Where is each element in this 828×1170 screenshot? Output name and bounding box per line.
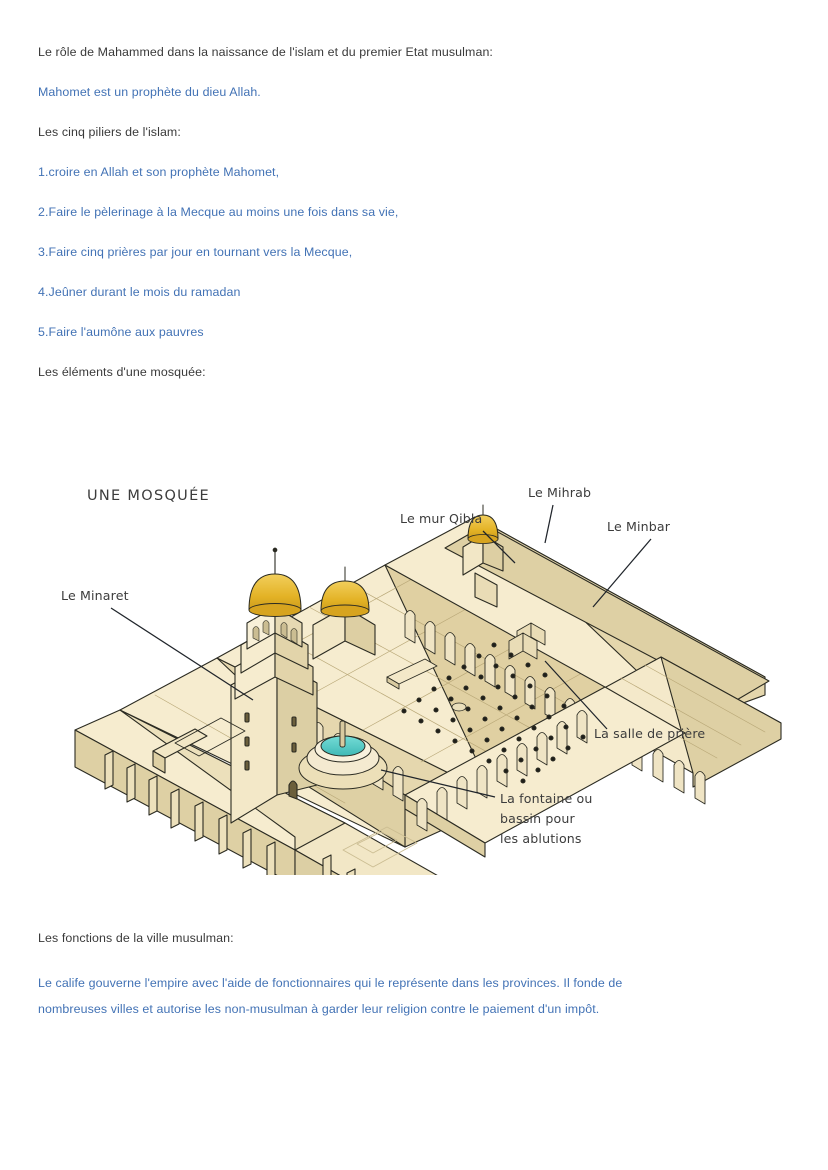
central-dome (312, 566, 376, 660)
mihrab (462, 504, 504, 608)
mihrab-niche (474, 572, 498, 608)
label-minaret: Le Minaret (61, 588, 129, 603)
mihrab-drum-right (482, 534, 504, 572)
west-wall-merlons (104, 750, 276, 875)
courtyard-slab-large-edge (386, 676, 400, 690)
courtyard-objects (342, 658, 467, 868)
ablution-fountain (298, 720, 388, 790)
pillar-item-2: 2.Faire le pèlerinage à la Mecque au moi… (38, 205, 399, 219)
pillar-item-1: 1.croire en Allah et son prophète Mahome… (38, 165, 280, 179)
pillar-item-4: 4.Jeûner durant le mois du ramadan (38, 285, 241, 299)
leader-fountain (380, 769, 496, 798)
courtyard-pavement-inner (356, 831, 398, 854)
leader-prayer-hall (544, 660, 608, 730)
label-fountain-line-3: les ablutions (500, 831, 582, 846)
minbar (508, 622, 546, 660)
south-wall-merlons (322, 854, 356, 875)
minaret-dome-base (248, 603, 302, 617)
paragraph-mosque-elements-head: Les éléments d'une mosquée: (38, 365, 206, 379)
paragraph-role-of-mahammed: Le rôle de Mahammed dans la naissance de… (38, 45, 493, 59)
central-dome-base (320, 604, 370, 618)
central-dome-drum-right (344, 606, 376, 656)
pillar-item-5: 5.Faire l'aumône aux pauvres (38, 325, 204, 339)
label-minbar: Le Minbar (607, 519, 671, 534)
figure-title: UNE MOSQUÉE (87, 487, 210, 504)
mosque-illustration (74, 504, 782, 875)
courtyard-pavement-outline (342, 826, 418, 868)
paragraph-caliph-line-1: Le calife gouverne l'empire avec l'aide … (38, 976, 623, 990)
label-fountain-line-2: bassin pour (500, 811, 575, 826)
leader-qibla-wall (482, 530, 516, 564)
minaret-door (288, 780, 298, 800)
paragraph-five-pillars-head: Les cinq piliers de l'islam: (38, 125, 181, 139)
document-text-block: Le rôle de Mahammed dans la naissance de… (38, 44, 790, 380)
closing-text-block: Les fonctions de la ville musulman: Le c… (38, 930, 790, 1022)
mosque-diagram: UNE MOSQUÉE Le Minaret Le mur Qibla Le M… (45, 455, 785, 875)
fountain-spout (339, 720, 346, 748)
mihrab-dome-base (467, 534, 499, 544)
minaret-lantern-arches (252, 620, 298, 645)
leader-minaret (110, 607, 254, 701)
label-prayer-hall: La salle de prière (594, 726, 705, 741)
pillar-item-3: 3.Faire cinq prières par jour en tournan… (38, 245, 353, 259)
label-fountain-line-1: La fontaine ou (500, 791, 593, 806)
paragraph-caliph-line-2: nombreuses villes et autorise les non-mu… (38, 1002, 600, 1016)
paragraph-mahomet-prophet: Mahomet est un prophète du dieu Allah. (38, 85, 261, 99)
prayer-hall-pillars (401, 642, 586, 784)
label-mihrab: Le Mihrab (528, 485, 591, 500)
leader-minbar (592, 538, 652, 608)
label-qibla-wall: Le mur Qibla (400, 511, 482, 526)
minaret-windows (244, 712, 297, 771)
leader-mihrab (544, 504, 554, 544)
prayer-hall-roof-edge (660, 656, 782, 788)
courtyard-slab-small (451, 702, 467, 712)
west-entrance (152, 717, 246, 774)
paragraph-city-functions-head: Les fonctions de la ville musulman: (38, 931, 234, 945)
minaret-finial-ball (272, 547, 278, 553)
